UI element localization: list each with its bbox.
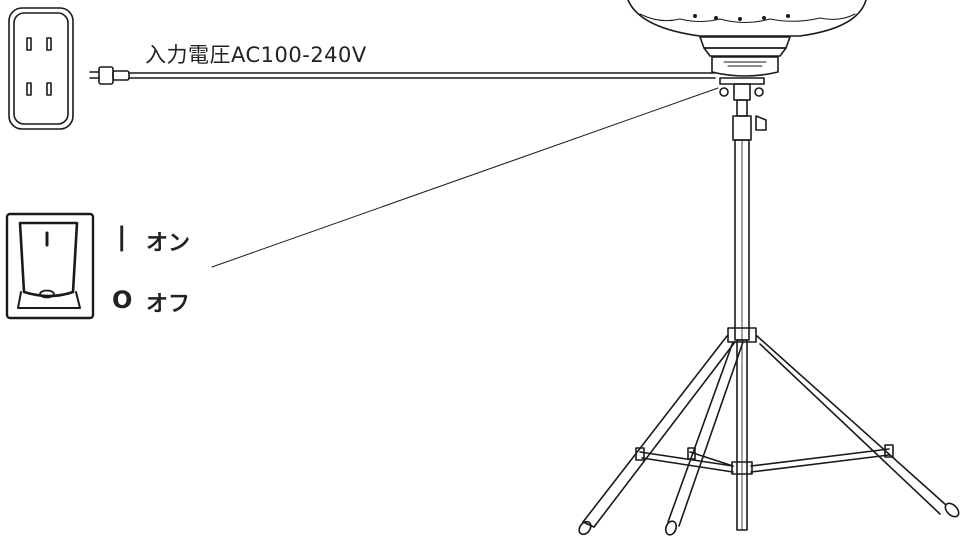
on-symbol: |	[117, 222, 127, 252]
power-plug	[89, 66, 130, 85]
voltage-label: 入力電圧AC100-240V	[145, 43, 367, 67]
tripod-legs	[578, 335, 960, 536]
off-symbol: O	[112, 286, 133, 314]
power-cord	[128, 72, 716, 79]
off-label: オフ	[146, 292, 191, 317]
on-label: オン	[146, 231, 191, 256]
rocker-switch	[5, 212, 95, 320]
wall-outlet	[8, 7, 74, 130]
tripod-braces	[635, 444, 894, 473]
tripod-mast	[727, 115, 767, 531]
leader-line	[211, 87, 719, 268]
lamp-dome	[627, 0, 867, 37]
lamp-base	[699, 36, 791, 117]
